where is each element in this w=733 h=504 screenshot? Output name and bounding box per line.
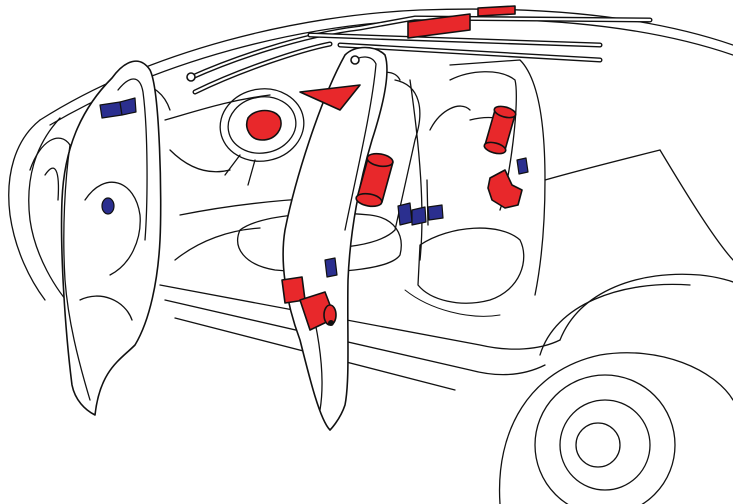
- rear-panel: [660, 150, 733, 260]
- rear-fender-inner: [540, 284, 690, 355]
- rear-fender: [560, 274, 733, 340]
- rear-side-airbag-module: [488, 170, 522, 208]
- front-door-panel-sensor: [102, 198, 114, 214]
- tire: [535, 375, 675, 504]
- b-pillar-sensor: [325, 258, 337, 277]
- rim: [560, 400, 650, 490]
- rear-wheel: [500, 353, 733, 504]
- rear-pillar-sensor: [517, 158, 528, 174]
- rear-seat-cushion: [418, 228, 524, 303]
- seat-belt: [427, 180, 428, 225]
- dashboard-lower: [170, 150, 230, 172]
- rear-seat-side: [430, 106, 470, 130]
- center-seat-sensor: [398, 203, 412, 225]
- floor-rear: [405, 290, 500, 316]
- hub: [576, 423, 620, 467]
- rear-door-hinge: [351, 56, 359, 64]
- rear-quarter-line: [545, 150, 660, 180]
- door-sill-top: [160, 285, 560, 349]
- b-pillar-edge: [410, 80, 422, 260]
- floor-line-front: [175, 228, 260, 260]
- front-door-sensor: [100, 102, 122, 118]
- roof-curtain-airbag-rear: [478, 6, 515, 16]
- rail-end-cap: [187, 73, 195, 81]
- steering-wheel-airbag: [247, 111, 281, 141]
- steering-column: [225, 155, 255, 185]
- door-sill-bottom: [165, 300, 545, 375]
